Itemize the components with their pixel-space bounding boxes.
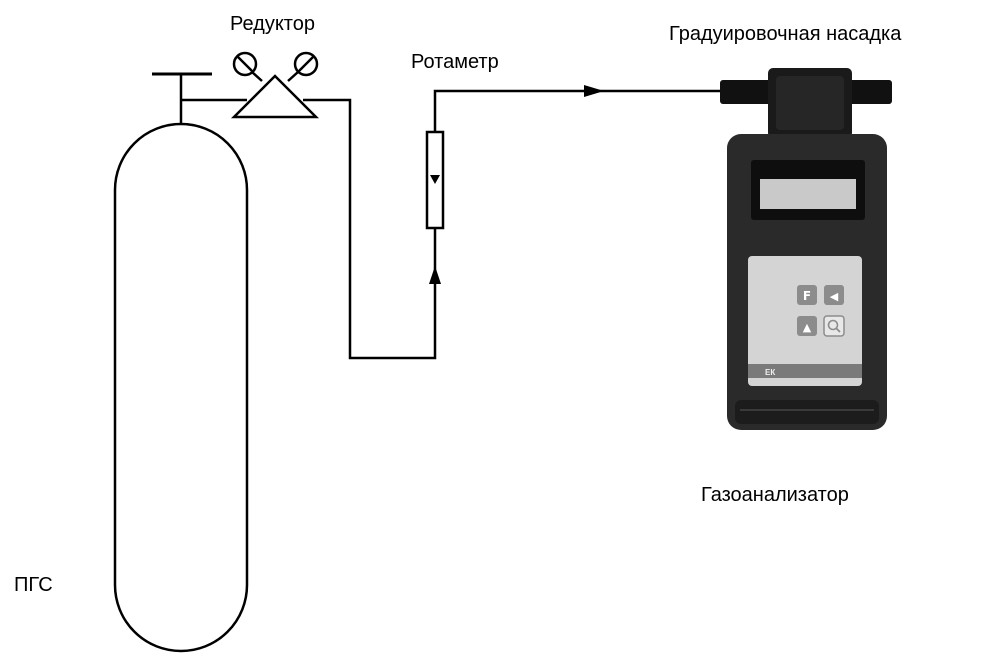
device-key-f: F [797, 285, 817, 305]
device-key-search [824, 316, 844, 336]
device-display [760, 179, 856, 209]
pipe-rotameter-nozzle [435, 91, 725, 132]
flow-arrow-icon [584, 85, 604, 97]
label-rotameter: Ротаметр [411, 52, 499, 72]
device-key-left: ◀ [824, 285, 844, 305]
gas-cylinder-icon [115, 74, 247, 651]
svg-text:F: F [803, 289, 811, 303]
label-gas-analyzer: Газоанализатор [701, 485, 849, 505]
pipe-reducer-rotameter [303, 100, 435, 358]
label-calibration-nozzle: Градуировочная насадка [669, 24, 901, 44]
gas-analyzer-icon: ЕК F ◀ ▲ [720, 68, 892, 430]
label-reducer: Редуктор [230, 14, 315, 34]
rotameter-icon [427, 132, 443, 228]
svg-text:▲: ▲ [803, 321, 812, 334]
device-brand: ЕК [765, 368, 775, 377]
svg-text:◀: ◀ [830, 290, 839, 303]
device-key-up: ▲ [797, 316, 817, 336]
flow-arrow-icon [429, 266, 441, 284]
reducer-valve-icon [234, 72, 316, 117]
pressure-gauge-icon [234, 53, 256, 75]
label-cylinder: ПГС [14, 575, 53, 595]
pressure-gauge-icon [295, 53, 317, 75]
